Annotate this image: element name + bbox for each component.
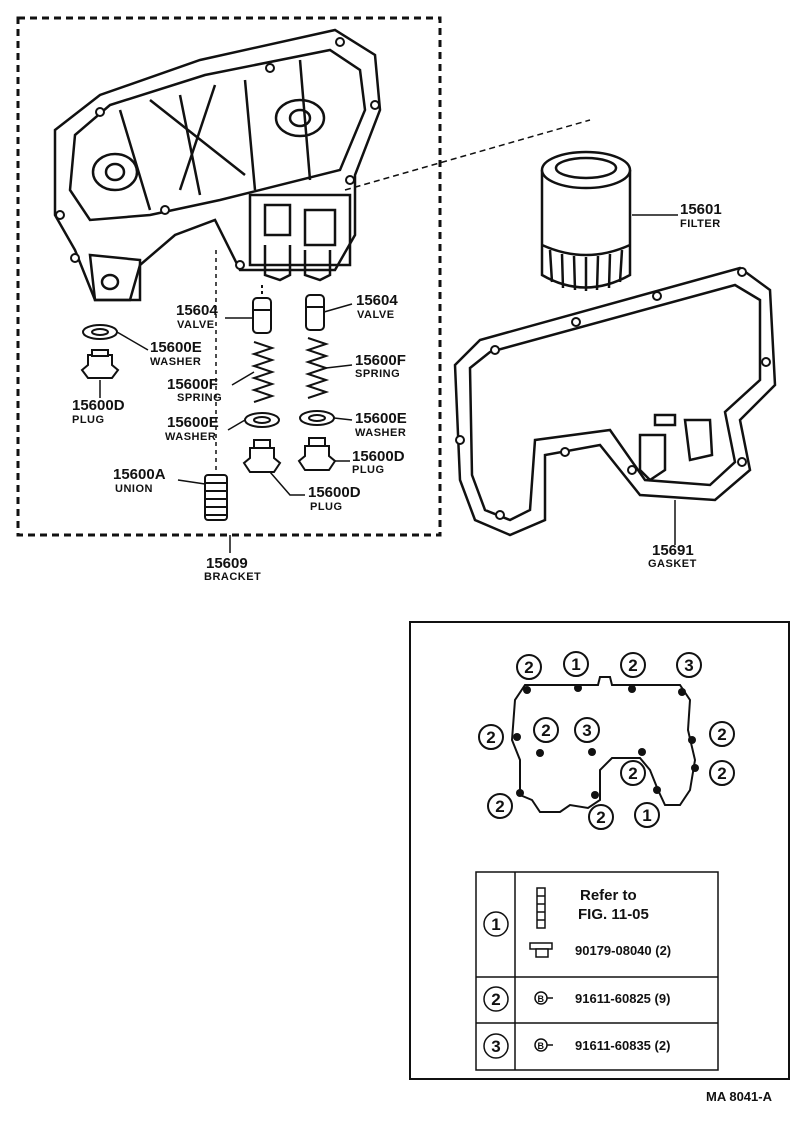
svg-text:2: 2 bbox=[628, 656, 637, 675]
label-plug-bottom-name: PLUG bbox=[310, 501, 343, 513]
bolt-callout-labels: 2 1 2 3 2 2 3 2 2 2 2 2 1 bbox=[486, 655, 726, 827]
label-spring-left-num: 15600F bbox=[167, 376, 218, 393]
svg-text:2: 2 bbox=[628, 764, 637, 783]
filter-leader-dashed bbox=[344, 119, 591, 191]
footer-code: MA 8041-A bbox=[706, 1089, 773, 1104]
label-valve-left-name: VALVE bbox=[177, 319, 215, 331]
svg-text:2: 2 bbox=[524, 658, 533, 677]
bolt-callouts bbox=[478, 651, 735, 830]
label-washer-top-num: 15600E bbox=[150, 339, 202, 356]
table-row2-text: 91611-60825 (9) bbox=[575, 991, 670, 1006]
table-text: Refer to FIG. 11-05 90179-08040 (2) 9161… bbox=[575, 887, 671, 1053]
svg-text:2: 2 bbox=[486, 728, 495, 747]
label-spring-right-name: SPRING bbox=[355, 368, 400, 380]
bolt-b-icon-2: B bbox=[534, 1038, 553, 1052]
bracket-drawing bbox=[53, 28, 382, 302]
svg-text:2: 2 bbox=[491, 990, 500, 1009]
table-row1-line2: FIG. 11-05 bbox=[578, 906, 649, 923]
nut-flange-icon bbox=[529, 942, 553, 958]
inset-bolt-dots bbox=[513, 684, 699, 799]
inset-gasket-drawing bbox=[510, 676, 697, 813]
label-filter-num: 15601 bbox=[680, 201, 722, 218]
svg-text:B: B bbox=[538, 994, 545, 1004]
plug-drawings bbox=[80, 349, 337, 473]
svg-text:2: 2 bbox=[717, 764, 726, 783]
svg-text:1: 1 bbox=[642, 806, 651, 825]
svg-text:2: 2 bbox=[717, 725, 726, 744]
valve-right-drawing bbox=[305, 294, 325, 331]
inset-panel bbox=[409, 621, 790, 1080]
svg-text:3: 3 bbox=[491, 1037, 500, 1056]
label-bracket-name: BRACKET bbox=[204, 571, 261, 583]
label-union-name: UNION bbox=[115, 483, 153, 495]
label-washer-right-num: 15600E bbox=[355, 410, 407, 427]
bracket-bolt-holes bbox=[55, 37, 380, 270]
label-spring-left-name: SPRING bbox=[177, 392, 222, 404]
leader-lines bbox=[99, 214, 678, 553]
svg-text:3: 3 bbox=[582, 721, 591, 740]
table-row1-line3: 90179-08040 (2) bbox=[575, 943, 671, 958]
label-plug-bottom-num: 15600D bbox=[308, 484, 361, 501]
svg-text:2: 2 bbox=[596, 808, 605, 827]
label-filter-name: FILTER bbox=[680, 218, 721, 230]
svg-text:1: 1 bbox=[491, 915, 500, 934]
svg-text:1: 1 bbox=[571, 655, 580, 674]
label-gasket-name: GASKET bbox=[648, 558, 697, 570]
label-valve-right-num: 15604 bbox=[356, 292, 398, 309]
union-drawing bbox=[204, 250, 228, 521]
label-plug-left-num: 15600D bbox=[72, 397, 125, 414]
svg-text:2: 2 bbox=[495, 797, 504, 816]
valve-left-drawing bbox=[252, 285, 272, 334]
spring-left-drawing bbox=[250, 341, 276, 403]
svg-text:3: 3 bbox=[684, 656, 693, 675]
label-union-num: 15600A bbox=[113, 466, 166, 483]
label-valve-left-num: 15604 bbox=[176, 302, 218, 319]
label-bracket-num: 15609 bbox=[206, 555, 248, 572]
gasket-bolt-holes bbox=[455, 267, 771, 520]
label-plug-right-name: PLUG bbox=[352, 464, 385, 476]
label-washer-left-name: WASHER bbox=[165, 431, 216, 443]
label-washer-left-num: 15600E bbox=[167, 414, 219, 431]
label-washer-right-name: WASHER bbox=[355, 427, 406, 439]
label-washer-top-name: WASHER bbox=[150, 356, 201, 368]
label-valve-right-name: VALVE bbox=[357, 309, 395, 321]
gasket-drawing bbox=[453, 266, 777, 537]
label-plug-right-num: 15600D bbox=[352, 448, 405, 465]
table-row3-text: 91611-60835 (2) bbox=[575, 1038, 670, 1053]
filter-drawing bbox=[540, 150, 632, 291]
table-key-labels: 1 2 3 bbox=[491, 915, 500, 1056]
label-gasket-num: 15691 bbox=[652, 542, 694, 559]
part-labels: 15601 FILTER 15604 VALVE 15604 VALVE 156… bbox=[72, 201, 722, 583]
svg-text:B: B bbox=[538, 1041, 545, 1051]
table-row1-line1: Refer to bbox=[580, 887, 637, 904]
bolt-b-icon-1: B bbox=[534, 991, 553, 1005]
assembly-boundary bbox=[16, 16, 442, 537]
svg-text:2: 2 bbox=[541, 721, 550, 740]
spring-right-drawing bbox=[304, 337, 330, 399]
label-spring-right-num: 15600F bbox=[355, 352, 406, 369]
label-plug-left-name: PLUG bbox=[72, 414, 105, 426]
bolt-table bbox=[475, 871, 719, 1071]
stud-bolt-icon bbox=[536, 887, 546, 929]
